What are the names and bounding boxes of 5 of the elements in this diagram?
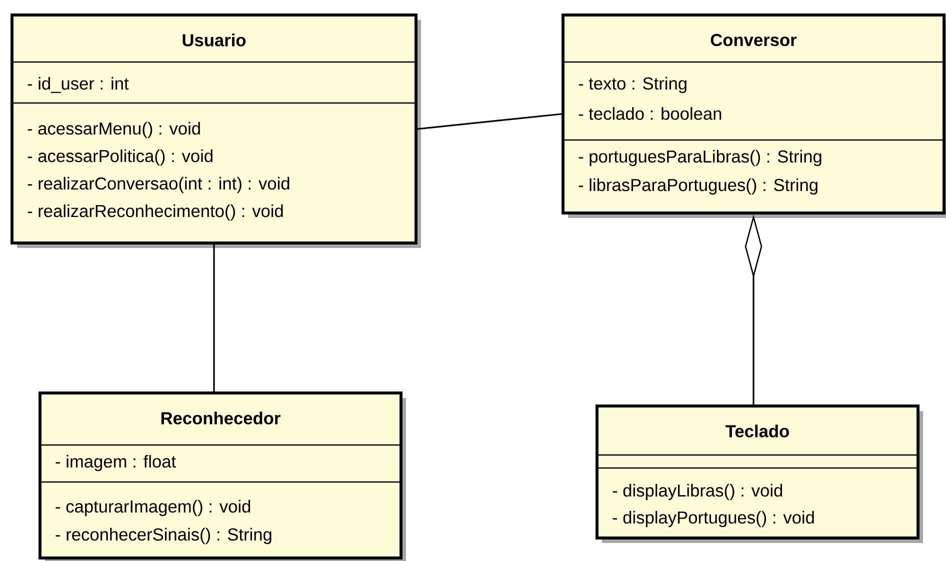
class-box: Usuario - id_user : int - acessarMenu() : void - acessarPolitica() : void - realizarConversao(int : int) : void - realizarReconhecimento() : void [10,14,421,248]
class-box: Reconhecedor - imagem : float - capturarImagem() : void - reconhecerSinais() : String [38,392,406,561]
class-box: Conversor - texto : String - teclado : boolean - portuguesParaLibras() : String - librasParaPortugues() : String [562,14,946,218]
class-box: Teclado - displayLibras() : void - displayPortugues() : void [596,404,923,543]
association-line [213,244,215,392]
